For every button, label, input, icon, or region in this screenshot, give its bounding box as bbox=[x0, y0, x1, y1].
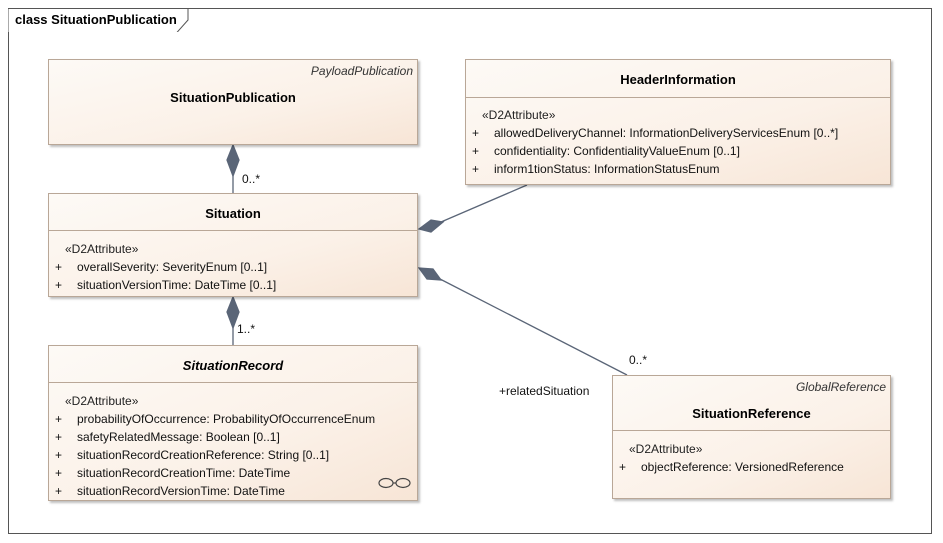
attribute-row: +inform1tionStatus: InformationStatusEnu… bbox=[472, 162, 720, 176]
attribute-row: +situationRecordVersionTime: DateTime bbox=[55, 484, 285, 498]
class-name: HeaderInformation bbox=[620, 72, 736, 87]
attribute-row: +probabilityOfOccurrence: ProbabilityOfO… bbox=[55, 412, 376, 426]
class-situation-reference[interactable]: GlobalReference SituationReference «D2At… bbox=[612, 375, 891, 499]
attribute-row: +situationRecordCreationTime: DateTime bbox=[55, 466, 291, 480]
attribute-row: +situationRecordCreationReference: Strin… bbox=[55, 448, 330, 462]
assoc-line-related-situation bbox=[439, 278, 628, 376]
frame-title: class SituationPublication bbox=[15, 12, 177, 27]
composition-diamond-publication bbox=[226, 143, 240, 178]
multiplicity-related-situation: 0..* bbox=[629, 353, 648, 367]
assoc-line-situation-header bbox=[440, 184, 528, 223]
composition-diamond-situation-record bbox=[226, 295, 240, 330]
class-name: SituationRecord bbox=[182, 358, 284, 373]
attribute-row: +overallSeverity: SeverityEnum [0..1] bbox=[55, 260, 268, 274]
stereotype-label: «D2Attribute» bbox=[65, 242, 139, 256]
multiplicity-situation-record: 1..* bbox=[237, 322, 256, 336]
composition-diamond-related bbox=[417, 267, 443, 281]
attribute-row: +situationVersionTime: DateTime [0..1] bbox=[55, 278, 277, 292]
class-situation[interactable]: Situation «D2Attribute» +overallSeverity… bbox=[48, 193, 418, 297]
composition-diamond-header bbox=[417, 219, 445, 233]
parent-class-label: GlobalReference bbox=[795, 380, 886, 394]
attribute-row: +safetyRelatedMessage: Boolean [0..1] bbox=[55, 430, 280, 444]
multiplicity-publication-situation: 0..* bbox=[242, 172, 261, 186]
class-name: Situation bbox=[205, 206, 261, 221]
class-name: SituationPublication bbox=[170, 90, 296, 105]
class-header: HeaderInformation bbox=[466, 60, 890, 98]
stereotype-label: «D2Attribute» bbox=[65, 394, 139, 408]
class-situation-publication[interactable]: PayloadPublication SituationPublication bbox=[48, 59, 418, 145]
class-header-information[interactable]: HeaderInformation «D2Attribute» +allowed… bbox=[465, 59, 891, 185]
frame-title-tab bbox=[8, 8, 189, 32]
class-name: SituationReference bbox=[692, 406, 811, 421]
role-related-situation: +relatedSituation bbox=[499, 384, 590, 398]
class-situation-record[interactable]: SituationRecord «D2Attribute» +probabili… bbox=[48, 345, 418, 501]
attribute-row: +allowedDeliveryChannel: InformationDeli… bbox=[472, 126, 839, 140]
class-header: SituationRecord bbox=[49, 346, 417, 383]
attribute-row: +objectReference: VersionedReference bbox=[619, 460, 844, 474]
stereotype-label: «D2Attribute» bbox=[482, 108, 556, 122]
class-header: GlobalReference SituationReference bbox=[613, 376, 890, 431]
parent-class-label: PayloadPublication bbox=[310, 64, 413, 78]
stereotype-label: «D2Attribute» bbox=[629, 442, 703, 456]
attribute-row: +confidentiality: ConfidentialityValueEn… bbox=[472, 144, 740, 158]
linked-diagram-icon bbox=[378, 477, 411, 489]
diagram-frame bbox=[8, 8, 932, 534]
class-header: Situation bbox=[49, 194, 417, 231]
